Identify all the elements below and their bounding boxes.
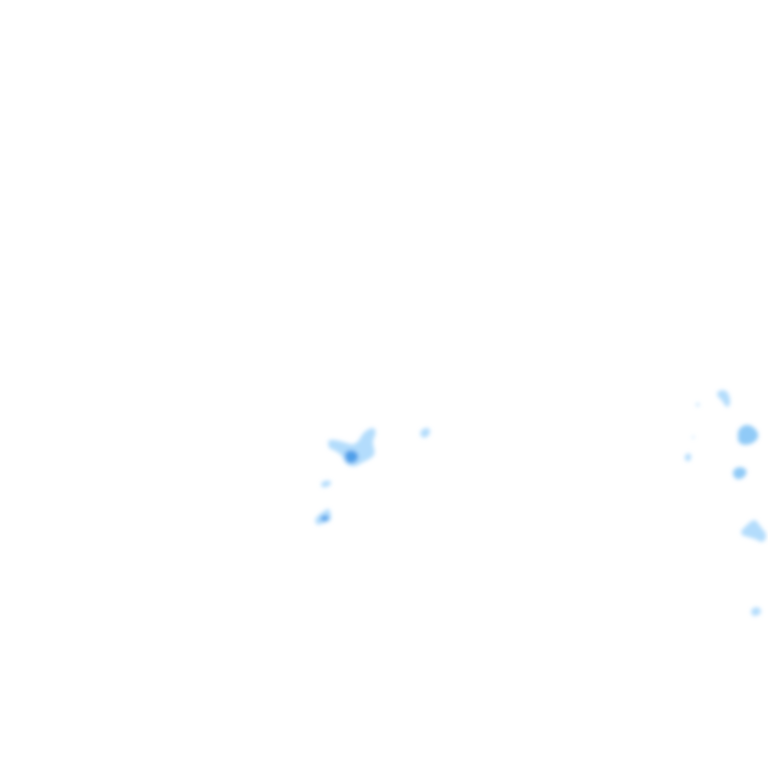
- precip-cell: [733, 467, 747, 480]
- precip-cell: [345, 450, 359, 464]
- precip-cell: [420, 428, 430, 438]
- precip-cell: [696, 402, 700, 407]
- precip-cell: [321, 480, 331, 488]
- precip-cell: [692, 435, 695, 439]
- precip-cell: [321, 515, 329, 522]
- precip-cell: [751, 607, 761, 616]
- precip-cell: [741, 520, 767, 542]
- precip-cluster-center: [315, 428, 430, 525]
- precip-cell: [717, 390, 731, 407]
- precip-cell: [738, 424, 759, 445]
- precip-cell: [685, 453, 692, 462]
- precip-cell: [328, 428, 376, 467]
- precip-cluster-east: [685, 390, 767, 616]
